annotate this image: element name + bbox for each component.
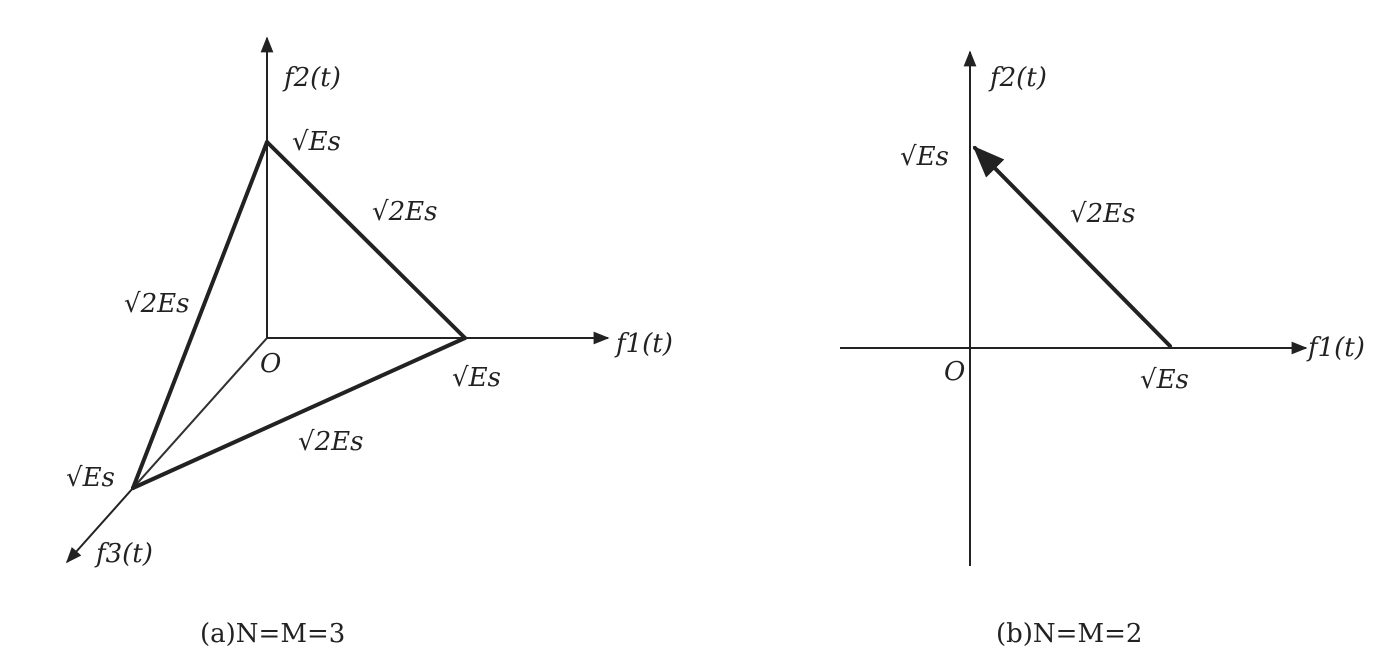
panel-b-f2-label: f2(t) xyxy=(988,63,1047,93)
panel-a-es-f1-label: √Es xyxy=(452,363,501,393)
panel-a-2es-label-12: √2Es xyxy=(372,197,437,227)
panel-a-f1-label: f1(t) xyxy=(614,329,673,359)
panel-a-edge-s2-s3 xyxy=(131,140,269,490)
panel-a-f3-label: f3(t) xyxy=(94,539,153,569)
panel-b: f2(t) f1(t) O √Es √Es √2Es (b)N=M=2 xyxy=(840,50,1365,649)
panel-a-es-f3-label: √Es xyxy=(66,463,115,493)
panel-a: f2(t) f1(t) f3(t) O √Es √Es √Es √2Es √2E… xyxy=(65,36,673,649)
panel-a-caption: (a)N=M=3 xyxy=(200,619,345,649)
panel-a-edge-s3-s1 xyxy=(131,336,467,490)
panel-a-es-f2-label: √Es xyxy=(292,127,341,157)
panel-b-es-f2-label: √Es xyxy=(900,142,949,172)
panel-a-2es-label-13: √2Es xyxy=(298,427,363,457)
panel-b-es-f1-label: √Es xyxy=(1140,365,1189,395)
panel-a-f2-label: f2(t) xyxy=(282,63,341,93)
panel-a-origin-label: O xyxy=(260,349,281,379)
panel-b-origin-label: O xyxy=(944,357,965,387)
panel-a-2es-label-23: √2Es xyxy=(124,289,189,319)
panel-a-edge-s2-s1 xyxy=(265,140,467,340)
panel-b-caption: (b)N=M=2 xyxy=(996,619,1142,649)
panel-b-vector xyxy=(972,145,1172,348)
panel-a-origin-to-s3 xyxy=(132,337,268,489)
panel-b-2es-label: √2Es xyxy=(1070,199,1135,229)
panel-b-f1-label: f1(t) xyxy=(1306,333,1365,363)
